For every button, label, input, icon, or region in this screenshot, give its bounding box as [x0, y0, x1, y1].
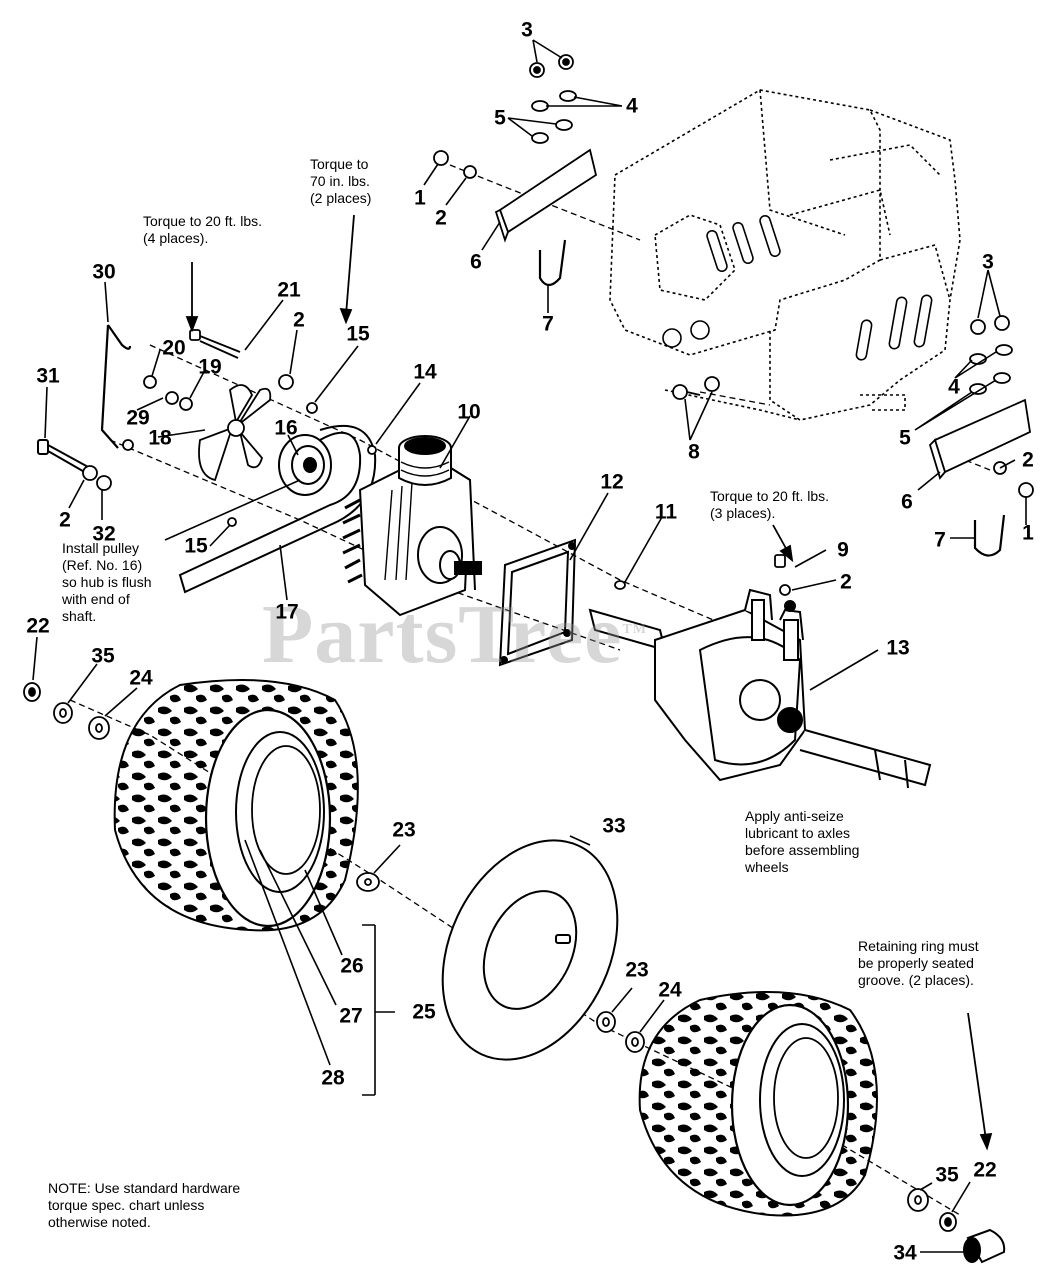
callout-24: 24 [129, 666, 153, 690]
callout-23b: 23 [625, 958, 649, 982]
callout-15: 15 [346, 322, 370, 346]
callout-6: 6 [470, 250, 482, 274]
callout-8: 8 [688, 440, 700, 464]
callout-10: 10 [457, 400, 481, 424]
callout-16: 16 [274, 416, 298, 440]
callout-1: 1 [414, 186, 426, 210]
transaxle-13 [588, 588, 932, 789]
bolts-8 [672, 376, 720, 400]
watermark-tm: TM [622, 622, 647, 637]
callout-17: 17 [275, 600, 299, 624]
callout-4b: 4 [948, 375, 960, 399]
washers-left [82, 329, 377, 527]
note-torque-20-four: Torque to 20 ft. lbs. (4 places). [143, 213, 263, 246]
note-retaining-ring: Retaining ring must be properly seated g… [858, 938, 979, 988]
callout-2b: 2 [1022, 448, 1034, 472]
torque-arrows [185, 214, 993, 1151]
callout-13: 13 [886, 636, 910, 660]
callout-18: 18 [148, 426, 172, 450]
bracket-upper [494, 148, 598, 243]
callout-28: 28 [321, 1066, 345, 1090]
callout-3b: 3 [982, 250, 994, 274]
callout-5b: 5 [899, 426, 911, 450]
rod-30 [100, 324, 132, 449]
callout-24b: 24 [658, 978, 682, 1002]
callout-2e: 2 [840, 570, 852, 594]
gasket-12 [498, 538, 577, 667]
callout-31: 31 [36, 364, 60, 388]
callout-14: 14 [413, 360, 437, 384]
hub-cap-34 [963, 1228, 1006, 1264]
callout-2: 2 [435, 206, 447, 230]
callout-7b: 7 [934, 528, 946, 552]
callout-35b: 35 [935, 1163, 959, 1187]
callout-12: 12 [600, 470, 624, 494]
callout-15b: 15 [184, 534, 208, 558]
belt-17 [178, 425, 377, 594]
watermark: PartsTreeTM [262, 588, 647, 681]
pulley-16 [278, 434, 332, 496]
note-anti-seize: Apply anti-seize lubricant to axles befo… [745, 808, 860, 875]
callout-1b: 1 [1022, 521, 1034, 545]
inner-tube-33 [441, 839, 619, 1061]
u-bolts [538, 239, 1006, 557]
fan-blades [198, 384, 272, 482]
callout-4: 4 [626, 94, 638, 118]
bracket-lower [928, 398, 1031, 480]
frame-outline [609, 89, 961, 421]
leader-lines [32, 39, 1027, 1253]
hardware-top [433, 54, 1034, 498]
callout-32: 32 [92, 522, 116, 546]
callout-2d: 2 [59, 508, 71, 532]
callout-7: 7 [542, 312, 554, 336]
tire-left [113, 679, 359, 932]
engine-10 [342, 435, 482, 617]
callout-25: 25 [412, 1000, 436, 1024]
callout-22b: 22 [973, 1158, 997, 1182]
dowel-11 [614, 580, 626, 590]
callout-6b: 6 [901, 490, 913, 514]
note-standard-hardware: NOTE: Use standard hardware torque spec.… [48, 1180, 241, 1230]
callout-19: 19 [198, 355, 222, 379]
bolt-31 [37, 439, 91, 475]
washers-bottom [23, 554, 957, 1232]
callout-21: 21 [277, 278, 301, 302]
callout-34: 34 [893, 1241, 917, 1265]
callout-9: 9 [837, 538, 849, 562]
callout-23: 23 [392, 818, 416, 842]
callout-3: 3 [521, 18, 533, 42]
callout-29: 29 [126, 406, 150, 430]
callout-2c: 2 [293, 308, 305, 332]
callout-35: 35 [91, 644, 115, 668]
note-torque-20-three: Torque to 20 ft. lbs. (3 places). [710, 488, 830, 521]
note-torque-70: Torque to 70 in. lbs. (2 places) [310, 156, 372, 206]
callout-22: 22 [26, 614, 50, 638]
callout-33: 33 [602, 814, 626, 838]
note-install-pulley: Install pulley (Ref. No. 16) so hub is f… [62, 540, 152, 624]
callout-26: 26 [340, 954, 364, 978]
callout-11: 11 [654, 500, 678, 524]
callout-27: 27 [339, 1004, 363, 1028]
tire-right [638, 991, 878, 1217]
callout-5: 5 [494, 106, 506, 130]
callout-20: 20 [162, 336, 186, 360]
frame-slots [662, 214, 933, 361]
callout-30: 30 [92, 260, 116, 284]
